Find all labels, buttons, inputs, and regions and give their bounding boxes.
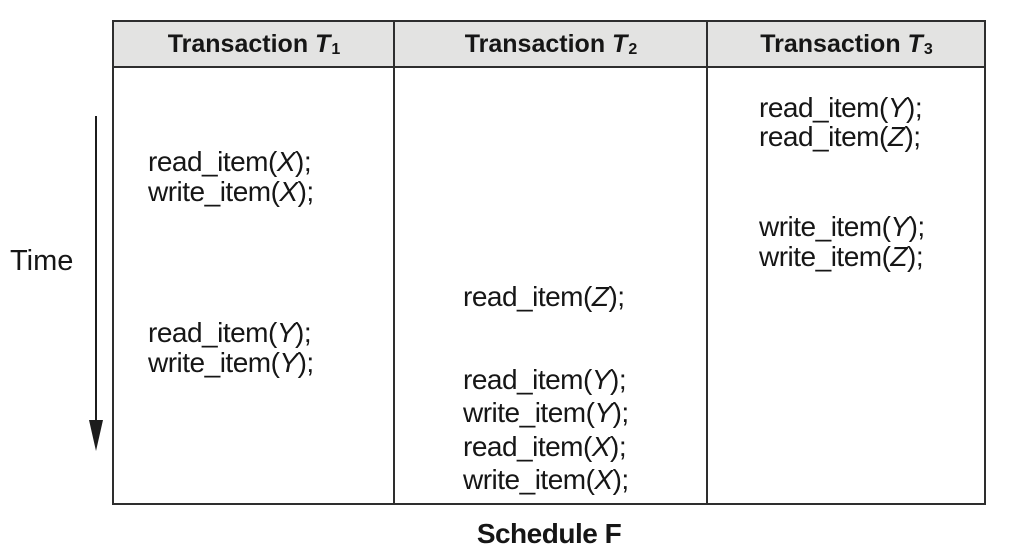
table-body: read_item(X);write_item(X);read_item(Y);… [114, 68, 984, 503]
operation-T3-read_item-Z: read_item(Z); [759, 121, 921, 152]
operation-T2-read_item-Y: read_item(Y); [463, 364, 627, 395]
operation-T3-write_item-Z: write_item(Z); [759, 241, 924, 272]
time-axis-label: Time [10, 245, 74, 277]
time-arrow-icon [89, 116, 103, 451]
schedule-caption: Schedule F [476, 518, 622, 549]
operation-T1-write_item-X: write_item(X); [148, 176, 314, 207]
operation-T3-write_item-Y: write_item(Y); [759, 211, 925, 242]
column-body-T3: read_item(Y);read_item(Z); write_item(Y);… [706, 68, 984, 503]
operation-T2-read_item-Z: read_item(Z); [463, 281, 625, 312]
column-body-T2: read_item(Z); read_item(Y);write_item(Y);… [393, 68, 706, 503]
operation-T1-read_item-Y: read_item(Y); [148, 317, 312, 348]
column-body-T1: read_item(X);write_item(X); read_item(Y);… [114, 68, 393, 503]
operation-T2-read_item-X: read_item(X); [463, 431, 627, 462]
operation-T2-write_item-Y: write_item(Y); [463, 397, 629, 428]
operation-T2-write_item-X: write_item(X); [463, 464, 629, 495]
operation-T1-write_item-Y: write_item(Y); [148, 347, 314, 378]
operation-T3-read_item-Y: read_item(Y); [759, 92, 923, 123]
operation-T1-read_item-X: read_item(X); [148, 146, 312, 177]
